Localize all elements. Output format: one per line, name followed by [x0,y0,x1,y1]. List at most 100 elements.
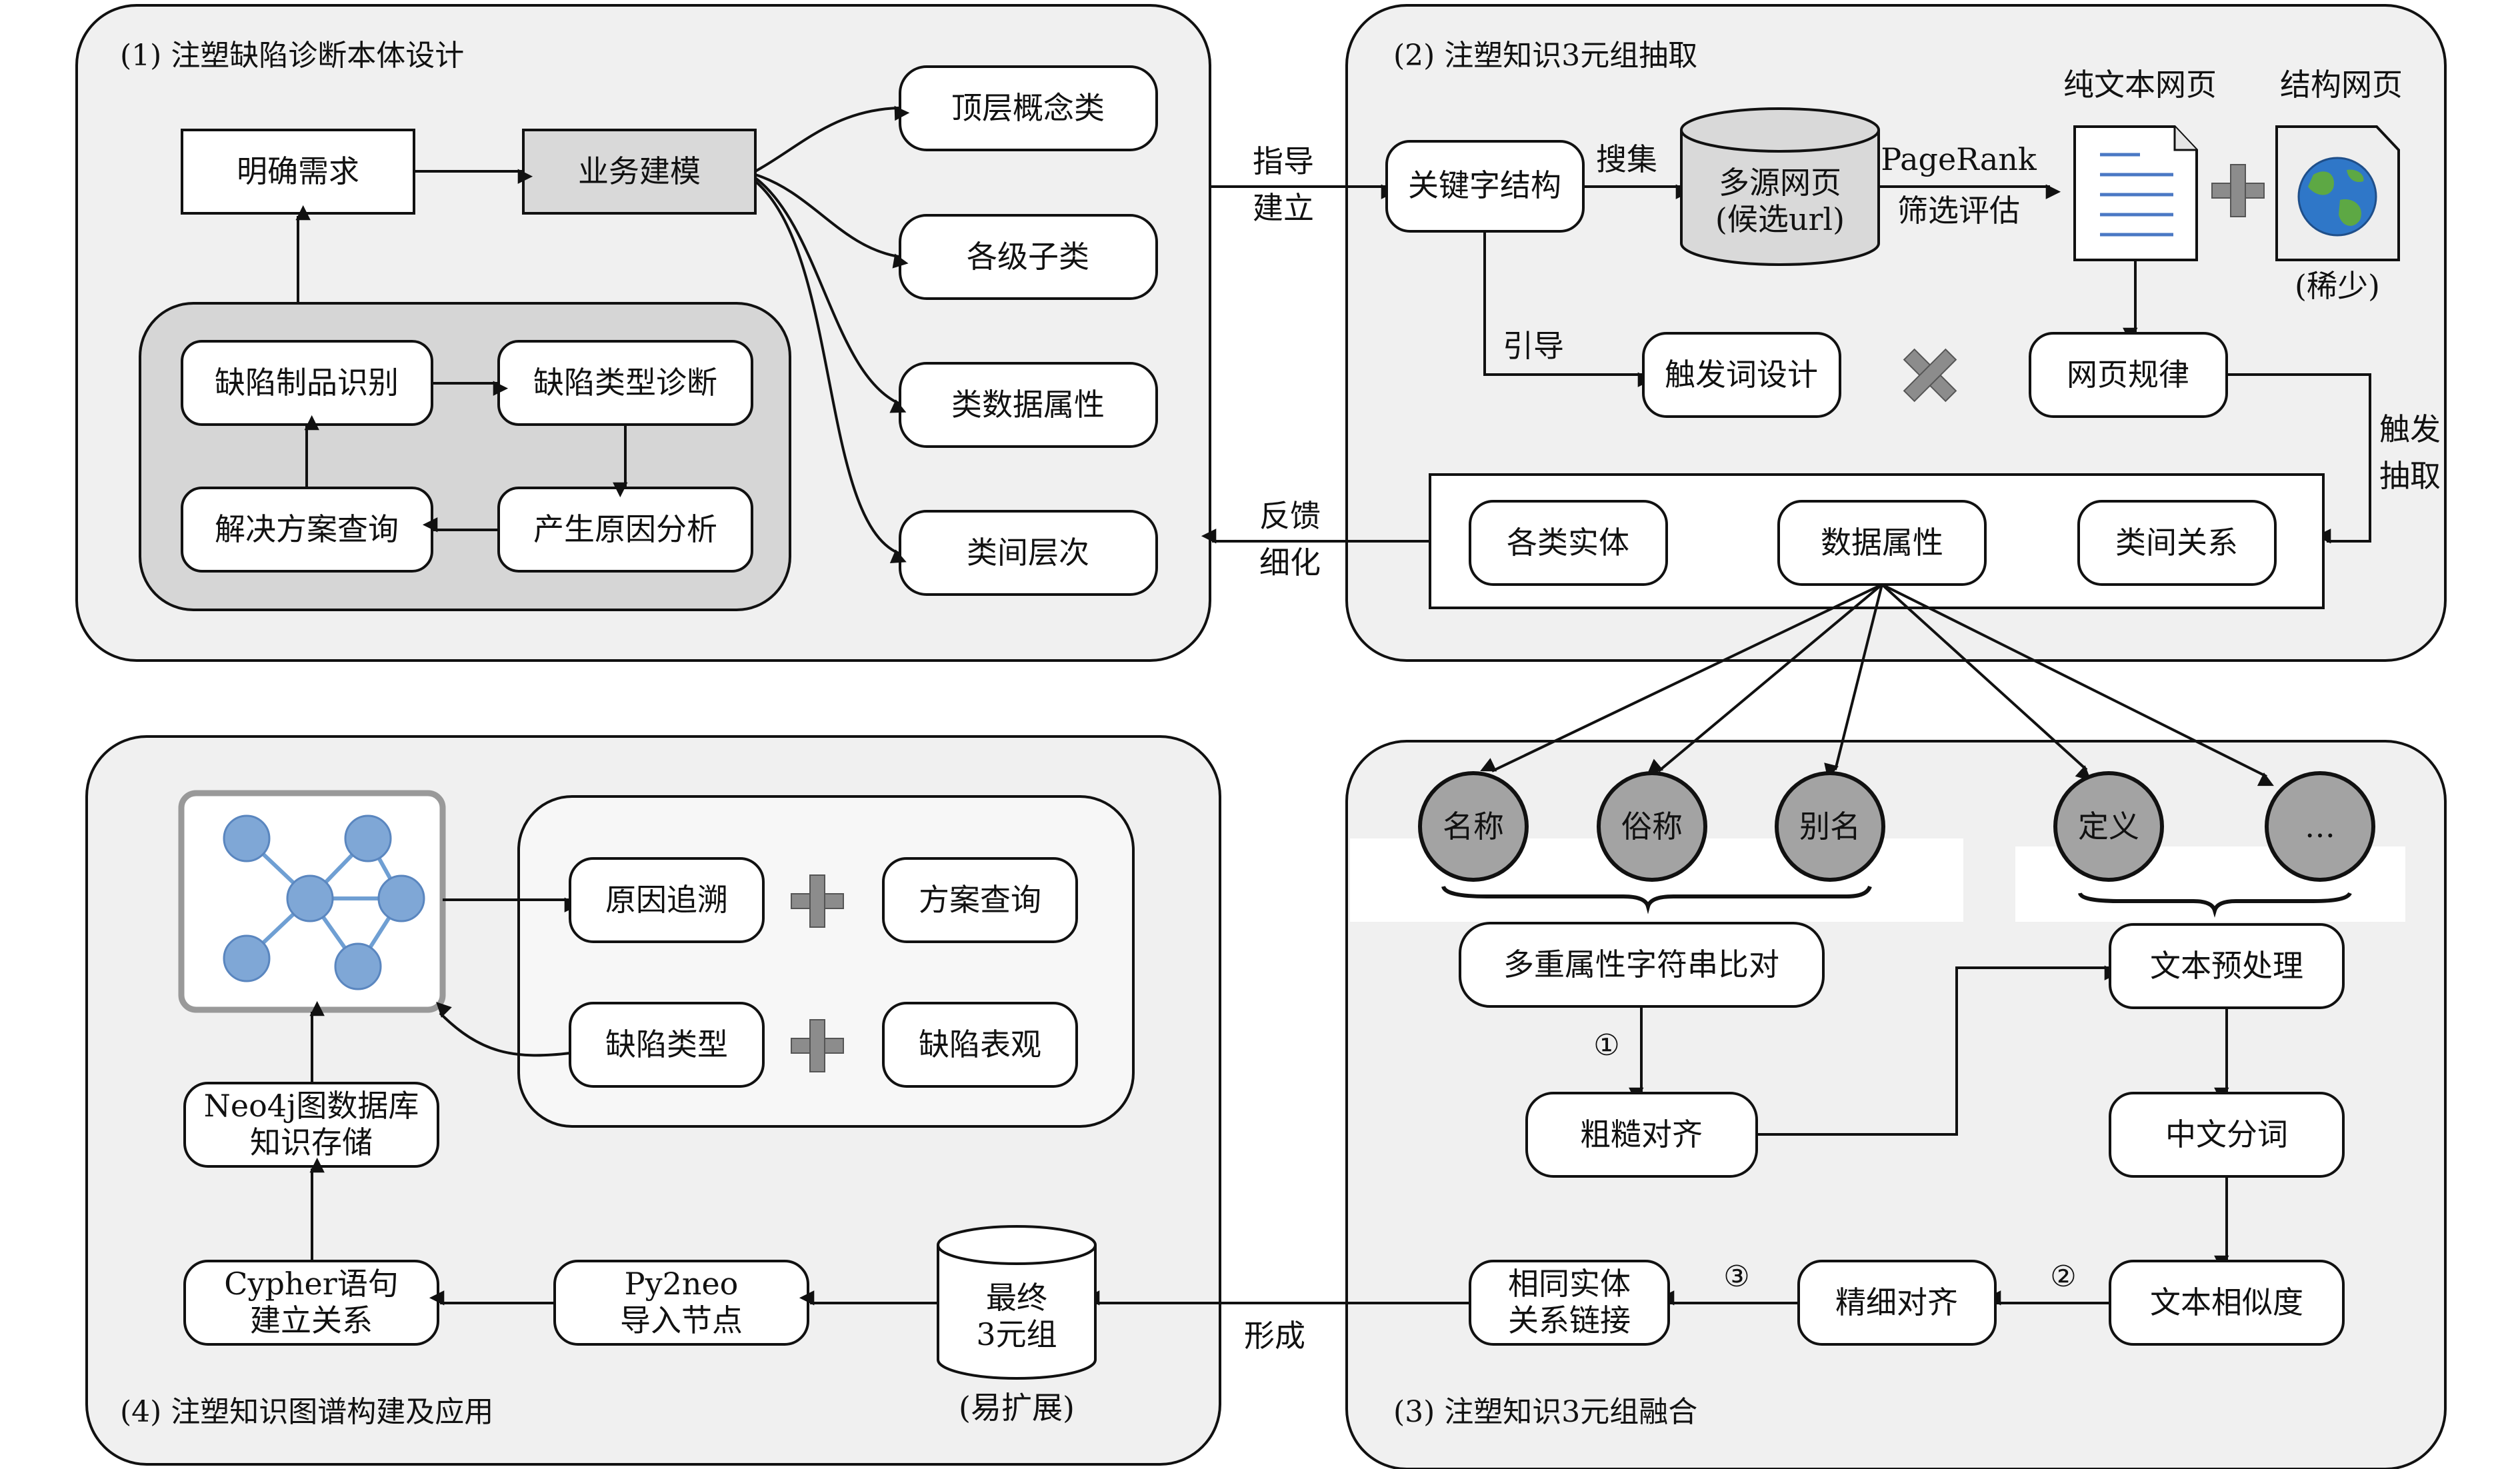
solution-q-label: 方案查询 [919,882,1041,918]
plus-icon-top [791,874,844,928]
globe-icon [2275,125,2400,261]
sub-classes-label: 各级子类 [967,239,1089,275]
node-common-name [1597,771,1707,882]
arrow-attr-to-more [1881,583,2274,786]
expandable-label: (易扩展) [959,1390,1075,1426]
node-alias-label: 别名 [1799,808,1861,844]
cypher-label-2: 建立关系 [250,1302,373,1338]
guide-label-2: 建立 [1253,190,1314,226]
defect-appear-box [882,1002,1078,1088]
defect-type-diag-label: 缺陷类型诊断 [533,365,717,401]
neo4j-label-1: Neo4j图数据库 [204,1088,419,1124]
struct-page-label: 结构网页 [2280,67,2403,103]
panel-title-4: (4) 注塑知识图谱构建及应用 [120,1395,493,1429]
cause-trace-label: 原因追溯 [605,882,728,918]
node-alias [1775,771,1885,882]
cross-icon [1903,348,1957,403]
lead-label: 引导 [1503,328,1564,364]
entities-label: 各类实体 [1507,525,1629,561]
multi-compare-label: 多重属性字符串比对 [1503,946,1779,982]
form-label: 形成 [1244,1318,1305,1354]
trigger-label-1: 触发 [2379,411,2441,447]
class-data-attr-label: 类数据属性 [951,387,1105,423]
coarse-align-label: 粗糙对齐 [1580,1116,1703,1152]
trigger-label-2: 抽取 [2379,458,2441,494]
db-label-2: (候选url) [1715,201,1845,237]
step-2-label: ② [2050,1260,2076,1294]
arrow-coarse-to-preproc [1757,965,2120,1136]
defect-type-label: 缺陷类型 [605,1026,728,1062]
data-attr-label: 数据属性 [1821,525,1943,561]
arrow-attr-to-def [1881,583,2091,781]
guide-label-1: 指导 [1253,143,1314,179]
node-name-label: 名称 [1443,808,1504,844]
collect-label: 搜集 [1596,141,1657,177]
final-label-2: 3元组 [976,1316,1057,1352]
arrow-model-to-sub [755,173,909,269]
arrow-model-to-hier [754,180,907,563]
top-concept-label: 顶层概念类 [951,90,1105,126]
defect-type-box [569,1002,765,1088]
cause-analysis-label: 产生原因分析 [533,511,717,547]
node-name [1418,771,1529,882]
cause-trace-box [569,857,765,943]
solution-query-label: 解决方案查询 [215,511,399,547]
feedback-label-1: 反馈 [1259,498,1321,534]
arrow-lead [1483,231,1653,387]
pagerank-label: PageRank [1881,141,2037,177]
keyword-struct-label: 关键字结构 [1408,167,1561,203]
db-label-1: 多源网页 [1719,165,1841,201]
py2neo-label-2: 导入节点 [620,1302,743,1338]
text-preproc-label: 文本预处理 [2150,948,2303,984]
filter-eval-label: 筛选评估 [1897,193,2020,229]
plus-icon-bottom [791,1019,844,1072]
node-def-label: 定义 [2078,808,2139,844]
graph-icon [178,790,446,1013]
arrow-model-to-top [755,105,910,173]
arrow-attr-to-common [1647,583,1883,774]
database-cylinder [1680,107,1880,266]
rare-label: (稀少) [2295,268,2380,304]
arrow-defect-to-graph [436,1002,571,1057]
defect-product-id-label: 缺陷制品识别 [215,365,399,401]
arrow-attr-to-name [1480,583,1883,772]
node-more [2265,771,2375,882]
trigger-design-label: 触发词设计 [1665,357,1818,393]
final-label-1: 最终 [986,1280,1047,1316]
page-rule-label: 网页规律 [2067,357,2189,393]
arrow-attr-to-alias [1824,584,1883,779]
neo4j-label-2: 知识存储 [250,1124,373,1160]
plain-page-label: 纯文本网页 [2063,67,2217,103]
class-hierarchy-label: 类间层次 [967,535,1089,571]
cypher-label-1: Cypher语句 [224,1266,398,1302]
brace-icon [1441,885,1872,914]
business-model-label: 业务建模 [578,153,701,189]
panel-title-2: (2) 注塑知识3元组抽取 [1393,39,1697,73]
trigger-design-box [1642,332,1841,418]
brace-icon-right [2078,892,2352,918]
feedback-label-2: 细化 [1259,545,1321,581]
text-sim-label: 文本相似度 [2150,1284,2303,1320]
arrow-trigger-extract [2227,373,2371,544]
panel-title-1: (1) 注塑缺陷诊断本体设计 [120,39,464,73]
class-relation-label: 类间关系 [2115,525,2238,561]
same-entity-label-1: 相同实体 [1508,1266,1631,1302]
plus-icon [2211,164,2265,217]
business-model-box [522,129,757,215]
fine-align-label: 精细对齐 [1835,1284,1958,1320]
cn-seg-label: 中文分词 [2165,1116,2288,1152]
requirement-label: 明确需求 [237,153,359,189]
same-entity-label-2: 关系链接 [1508,1302,1631,1338]
step-3-label: ③ [1723,1260,1749,1294]
defect-appear-label: 缺陷表观 [919,1026,1041,1062]
node-common-label: 俗称 [1621,808,1683,844]
final-triple-cylinder [937,1225,1097,1380]
panel-title-3: (3) 注塑知识3元组融合 [1393,1395,1697,1429]
entities-box [1469,500,1668,586]
node-definition [2053,771,2164,882]
node-more-label: … [2305,808,2335,844]
document-icon [2073,125,2198,261]
solution-q-box [882,857,1078,943]
class-relation-box [2077,500,2277,586]
